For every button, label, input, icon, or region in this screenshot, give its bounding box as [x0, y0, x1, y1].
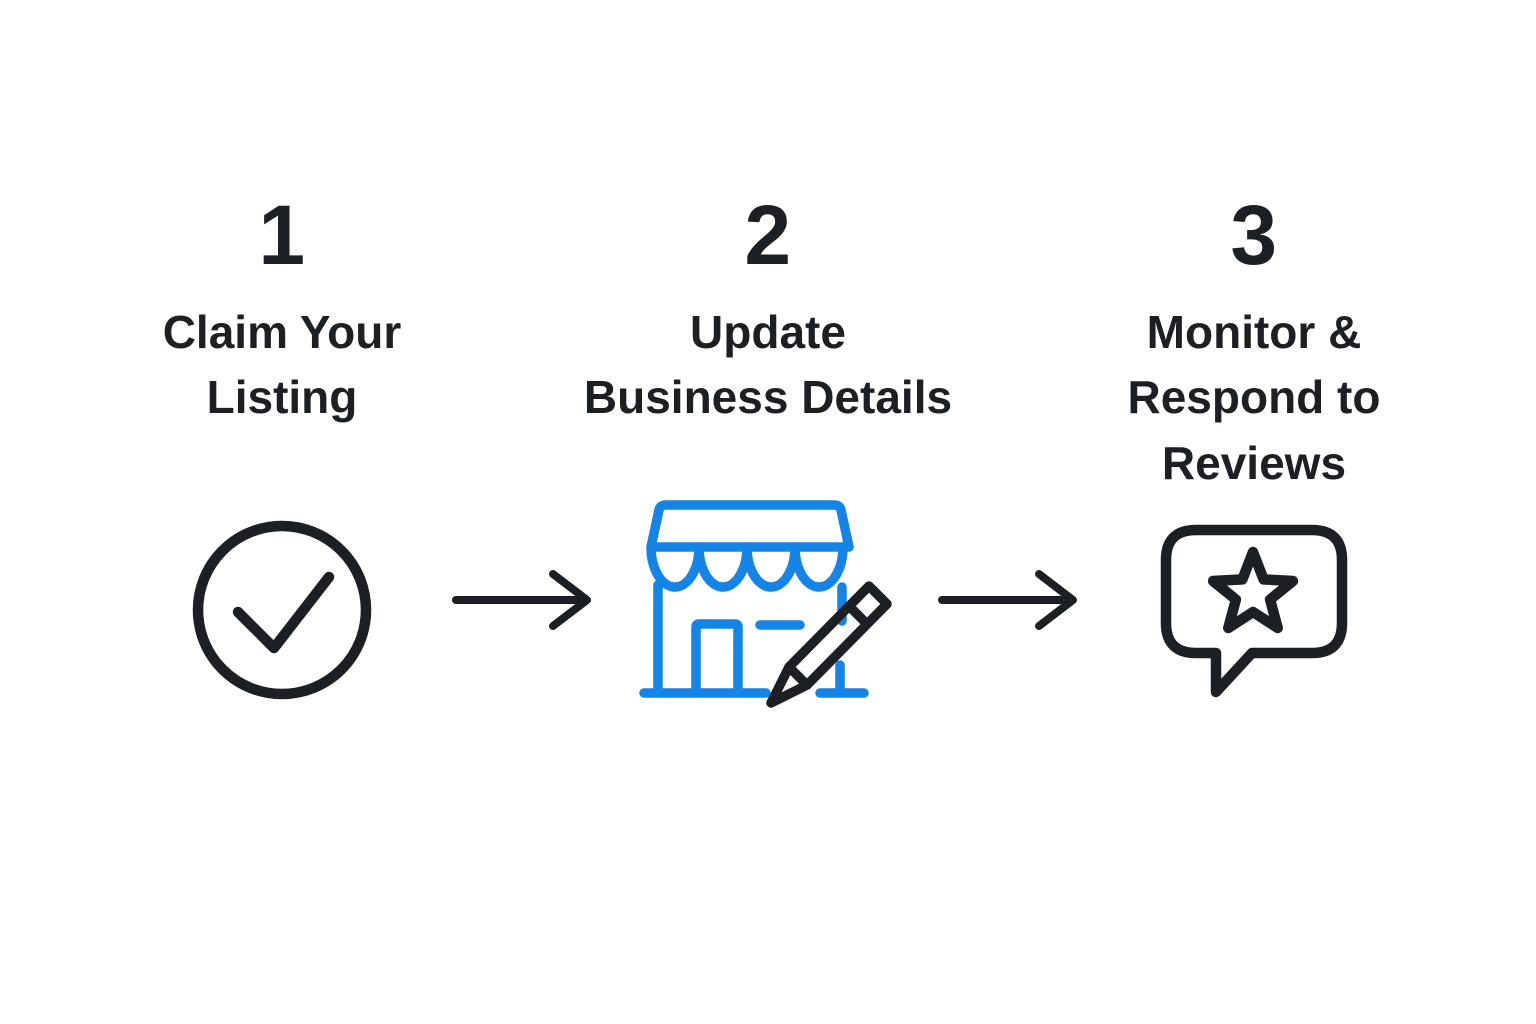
- connector: [938, 180, 1077, 1024]
- step-number: 2: [744, 187, 792, 282]
- step-number: 1: [258, 187, 306, 282]
- pencil-icon: [766, 581, 892, 708]
- step-icon-wrap: [638, 490, 898, 730]
- arrow-right-icon: [452, 570, 591, 630]
- storefront-shape: [639, 500, 869, 698]
- step-icon-wrap: [1154, 490, 1354, 730]
- step-number: 3: [1230, 187, 1278, 282]
- review-bubble-star-icon: [1160, 524, 1348, 697]
- arrow-right-icon: [938, 570, 1077, 630]
- connector: [452, 180, 591, 1024]
- check-circle-icon: [192, 520, 372, 700]
- step-update-details: 2 Update Business Details: [558, 180, 978, 730]
- step-icon-wrap: [187, 490, 377, 730]
- star-shape: [1207, 546, 1299, 633]
- step-monitor-reviews: 3 Monitor & Respond to Reviews: [1044, 180, 1464, 730]
- step-title: Update Business Details: [583, 306, 953, 424]
- step-title: Monitor & Respond to Reviews: [1127, 306, 1381, 489]
- storefront-edit-icon: [639, 500, 892, 708]
- step-title: Claim Your Listing: [162, 306, 402, 424]
- speech-bubble-shape: [1160, 524, 1348, 697]
- step-claim-listing: 1 Claim Your Listing: [72, 180, 492, 730]
